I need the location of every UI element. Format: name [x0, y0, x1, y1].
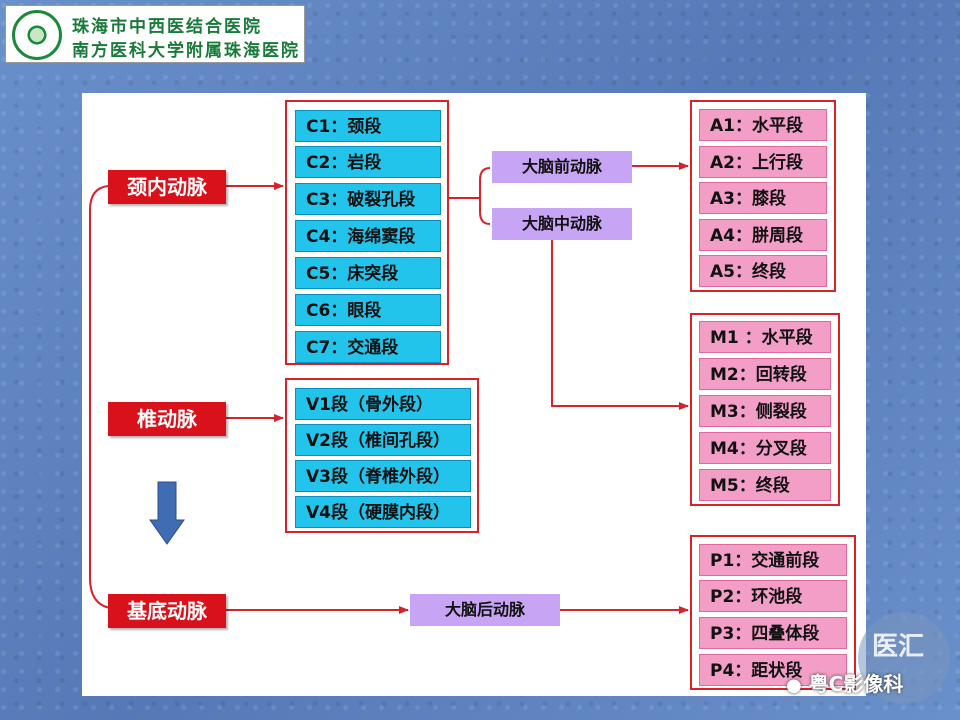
segment-a1: A1：水平段 [699, 109, 827, 141]
segment-v1: V1段（骨外段） [295, 388, 471, 420]
segment-c4: C4：海绵窦段 [295, 220, 441, 252]
hospital-name: 珠海市中西医结合医院 [72, 17, 262, 37]
segment-a4: A4：胼周段 [699, 219, 827, 251]
watermark-badge [858, 612, 950, 704]
aca-segment-group: A1：水平段 A2：上行段 A3：膝段 A4：胼周段 A5：终段 [690, 100, 836, 292]
segment-v2: V2段（椎间孔段） [295, 424, 471, 456]
watermark-brand: 医汇 [872, 632, 925, 662]
segment-c5: C5：床突段 [295, 257, 441, 289]
hospital-affiliation: 南方医科大学附属珠海医院 [72, 41, 300, 61]
segment-c1: C1：颈段 [295, 110, 441, 142]
watermark-account-label: 粤C影像科 [808, 672, 904, 696]
artery-label-ica: 颈内动脉 [108, 170, 226, 204]
ica-segment-group: C1：颈段 C2：岩段 C3：破裂孔段 C4：海绵窦段 C5：床突段 C6：眼段… [285, 100, 449, 365]
segment-c3: C3：破裂孔段 [295, 183, 441, 215]
segment-v4: V4段（硬膜内段） [295, 496, 471, 528]
mca-segment-group: M1 ：水平段 M2：回转段 M3：侧裂段 M4：分叉段 M5：终段 [690, 313, 840, 506]
wechat-icon: ● [786, 675, 802, 696]
hospital-emblem-icon [12, 10, 62, 60]
branch-pca: 大脑后动脉 [410, 594, 560, 626]
segment-m3: M3：侧裂段 [699, 395, 831, 427]
vertebral-segment-group: V1段（骨外段） V2段（椎间孔段） V3段（脊椎外段） V4段（硬膜内段） [285, 378, 479, 533]
segment-m2: M2：回转段 [699, 358, 831, 390]
pca-segment-group: P1：交通前段 P2：环池段 P3：四叠体段 P4：距状段 [690, 535, 856, 690]
segment-p1: P1：交通前段 [699, 544, 847, 576]
down-arrow-icon [149, 481, 185, 545]
segment-m5: M5：终段 [699, 469, 831, 501]
segment-p4: P4：距状段 [699, 654, 847, 686]
watermark-account: ● 粤C影像科 [786, 668, 903, 697]
segment-m1: M1 ：水平段 [699, 321, 831, 353]
left-bracket-line [89, 185, 111, 609]
segment-a3: A3：膝段 [699, 182, 827, 214]
branch-mca: 大脑中动脉 [492, 208, 632, 240]
segment-c7: C7：交通段 [295, 331, 441, 363]
artery-label-basilar: 基底动脉 [108, 594, 226, 628]
segment-m4: M4：分叉段 [699, 432, 831, 464]
segment-p2: P2：环池段 [699, 580, 847, 612]
segment-c2: C2：岩段 [295, 146, 441, 178]
hospital-logo: 珠海市中西医结合医院 南方医科大学附属珠海医院 [5, 5, 305, 63]
segment-p3: P3：四叠体段 [699, 617, 847, 649]
branch-aca: 大脑前动脉 [492, 151, 632, 183]
segment-a2: A2：上行段 [699, 146, 827, 178]
artery-label-vertebral: 椎动脉 [108, 402, 226, 436]
segment-a5: A5：终段 [699, 255, 827, 287]
segment-v3: V3段（脊椎外段） [295, 460, 471, 492]
branch-bracket-line [479, 167, 491, 225]
mca-arrow [551, 238, 689, 410]
segment-c6: C6：眼段 [295, 294, 441, 326]
